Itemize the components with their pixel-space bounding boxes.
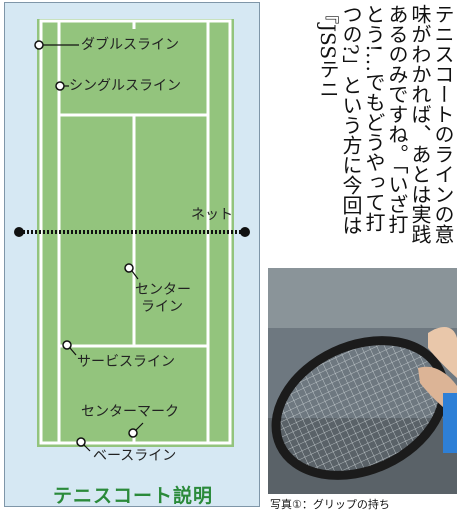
- center-line-pointer: [124, 263, 134, 273]
- court-graphic: [14, 19, 250, 452]
- center-mark-pointer: [128, 428, 138, 438]
- base-line-pointer: [76, 437, 86, 447]
- center-mark-label: センターマーク: [81, 404, 179, 420]
- hand-right: [428, 326, 457, 378]
- article-paragraph: テニスコートのラインの意味がわかれば、あとは実践あるのみですね。「いざ打とう!……: [316, 4, 454, 244]
- center-line-label-2: ライン: [141, 299, 183, 315]
- diagram-title: テニスコート説明: [52, 485, 213, 507]
- doubles-line-pointer: [34, 40, 44, 50]
- net-label: ネット: [191, 207, 233, 223]
- singles-line-pointer: [55, 81, 65, 91]
- base-line-label: ベースライン: [93, 448, 177, 464]
- photo-caption: 写真①：グリップの持ち: [270, 498, 390, 511]
- grip-photo: [268, 268, 457, 494]
- center-line-label-1: センター: [135, 282, 191, 298]
- singles-line-label: シングルスライン: [69, 78, 181, 94]
- tennis-court-diagram: ダブルスライン シングルスライン ネット センター ライン サービスライン セン…: [4, 2, 260, 507]
- sleeve: [443, 393, 457, 453]
- net-post-left: [14, 227, 24, 237]
- service-line-label: サービスライン: [77, 354, 175, 370]
- doubles-line-label: ダブルスライン: [81, 37, 179, 53]
- racket-photo-illustration: [268, 268, 457, 494]
- net-post-right: [240, 227, 250, 237]
- service-line-pointer: [62, 340, 72, 350]
- article-text: テニスコートのラインの意味がわかれば、あとは実践あるのみですね。「いざ打とう!……: [264, 4, 454, 252]
